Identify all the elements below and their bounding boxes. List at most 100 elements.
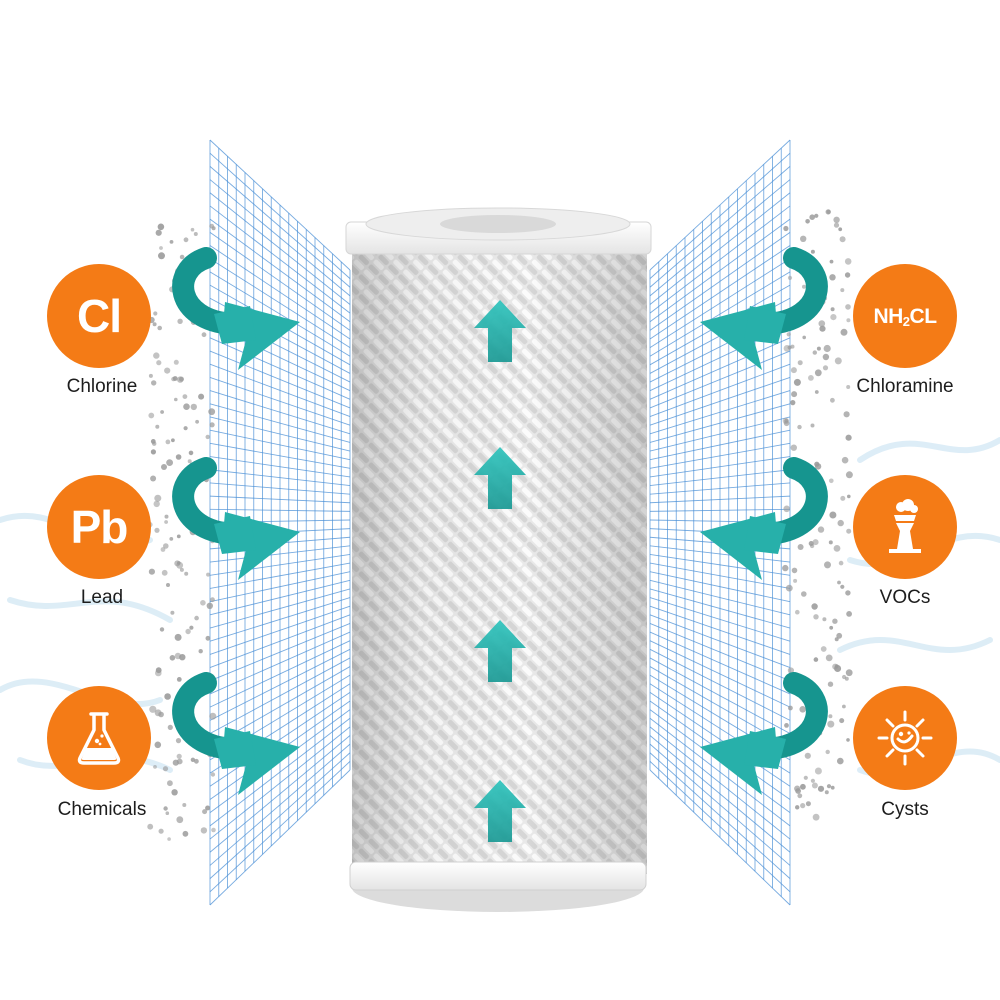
particle-dot <box>834 637 839 642</box>
particle-dot <box>195 419 200 424</box>
particle-dot <box>152 322 157 327</box>
particle-dot <box>808 375 814 381</box>
particle-dot <box>174 633 182 641</box>
particle-dot <box>825 654 833 662</box>
particle-dot <box>784 723 789 728</box>
chlorine-symbol: Cl <box>77 290 122 342</box>
particle-dot <box>839 236 846 243</box>
particle-dot <box>787 667 795 674</box>
particle-dot <box>166 459 174 466</box>
particle-dot <box>164 520 169 524</box>
factory-icon <box>889 499 921 553</box>
particle-dot <box>791 567 798 574</box>
particle-dot <box>813 657 819 662</box>
particle-dot <box>803 775 808 780</box>
particle-dot <box>155 229 162 236</box>
particle-dot <box>155 424 160 429</box>
particle-dot <box>176 534 181 539</box>
particle-dot <box>210 597 215 603</box>
particle-dot <box>837 519 844 527</box>
particle-dot <box>200 600 206 606</box>
particle-dot <box>843 411 850 418</box>
particle-dot <box>174 397 178 402</box>
chloramine-badge: NH2CL <box>853 264 957 368</box>
inflow-arrow-right <box>700 247 828 370</box>
particle-dot <box>205 434 210 440</box>
particle-dot <box>171 789 178 796</box>
particle-dot <box>818 320 826 327</box>
particle-dot <box>829 259 834 264</box>
particle-dot <box>183 403 190 411</box>
particle-dot <box>194 758 199 764</box>
particle-dot <box>834 664 839 668</box>
particle-dot <box>805 219 810 224</box>
particle-dot <box>845 669 853 677</box>
cysts-label: Cysts <box>881 799 929 820</box>
chlorine-label: Chlorine <box>66 376 138 397</box>
particle-dot <box>182 394 188 399</box>
particle-dot <box>157 223 165 231</box>
cysts-badge <box>853 686 957 790</box>
particle-dot <box>156 360 162 366</box>
particle-dot <box>188 450 194 456</box>
particle-dot <box>830 307 835 312</box>
particle-dot <box>810 423 815 428</box>
particle-dot <box>164 693 171 700</box>
particle-dot <box>846 318 851 323</box>
particle-dot <box>167 837 171 841</box>
inflow-arrow-right <box>700 457 828 580</box>
filter-mesh-left <box>209 139 351 906</box>
particle-dot <box>159 246 163 250</box>
particle-dot <box>155 667 162 674</box>
particle-dot <box>165 439 171 445</box>
particle-dot <box>171 438 175 443</box>
particle-dot <box>198 649 203 654</box>
up-arrow <box>474 447 526 509</box>
particle-dot <box>825 749 830 755</box>
cyst-icon <box>877 710 933 766</box>
particle-dot <box>845 304 851 310</box>
particle-dot <box>147 823 154 830</box>
particle-dot <box>190 757 196 762</box>
particle-dot <box>814 369 822 377</box>
particle-dot <box>823 344 831 353</box>
inflow-arrow-left <box>172 247 300 370</box>
up-arrow <box>474 620 526 682</box>
vocs-badge <box>853 475 957 579</box>
particle-dot <box>150 439 156 444</box>
particle-dot <box>797 544 804 550</box>
particle-dot <box>154 494 162 502</box>
particle-dot <box>812 539 819 546</box>
particle-dot <box>790 367 797 374</box>
particle-dot <box>844 272 851 278</box>
particle-dot <box>158 711 164 718</box>
particle-dot <box>829 274 836 281</box>
particle-dot <box>829 625 834 630</box>
particle-dot <box>822 365 829 371</box>
particle-dot <box>812 813 820 821</box>
particle-dot <box>206 602 213 609</box>
particle-dot <box>183 237 189 243</box>
lead-badge: Pb <box>47 475 151 579</box>
particle-dot <box>784 418 789 423</box>
particle-dot <box>826 784 832 789</box>
particle-dot <box>169 537 174 541</box>
particle-dot <box>814 767 822 775</box>
particle-dot <box>176 677 182 682</box>
particle-dot <box>173 359 179 365</box>
particle-dot <box>845 471 853 479</box>
particle-dot <box>801 591 807 597</box>
particle-dot <box>785 584 793 592</box>
particle-dot <box>185 628 191 635</box>
particle-dot <box>153 765 157 769</box>
particle-dot <box>200 827 208 834</box>
particle-dot <box>797 360 803 366</box>
particle-dot <box>198 393 205 400</box>
particle-dot <box>795 609 800 615</box>
up-arrow <box>474 300 526 362</box>
particle-dot <box>177 376 184 383</box>
particle-dot <box>846 528 852 534</box>
particle-dot <box>211 827 216 833</box>
particle-dot <box>810 778 816 783</box>
